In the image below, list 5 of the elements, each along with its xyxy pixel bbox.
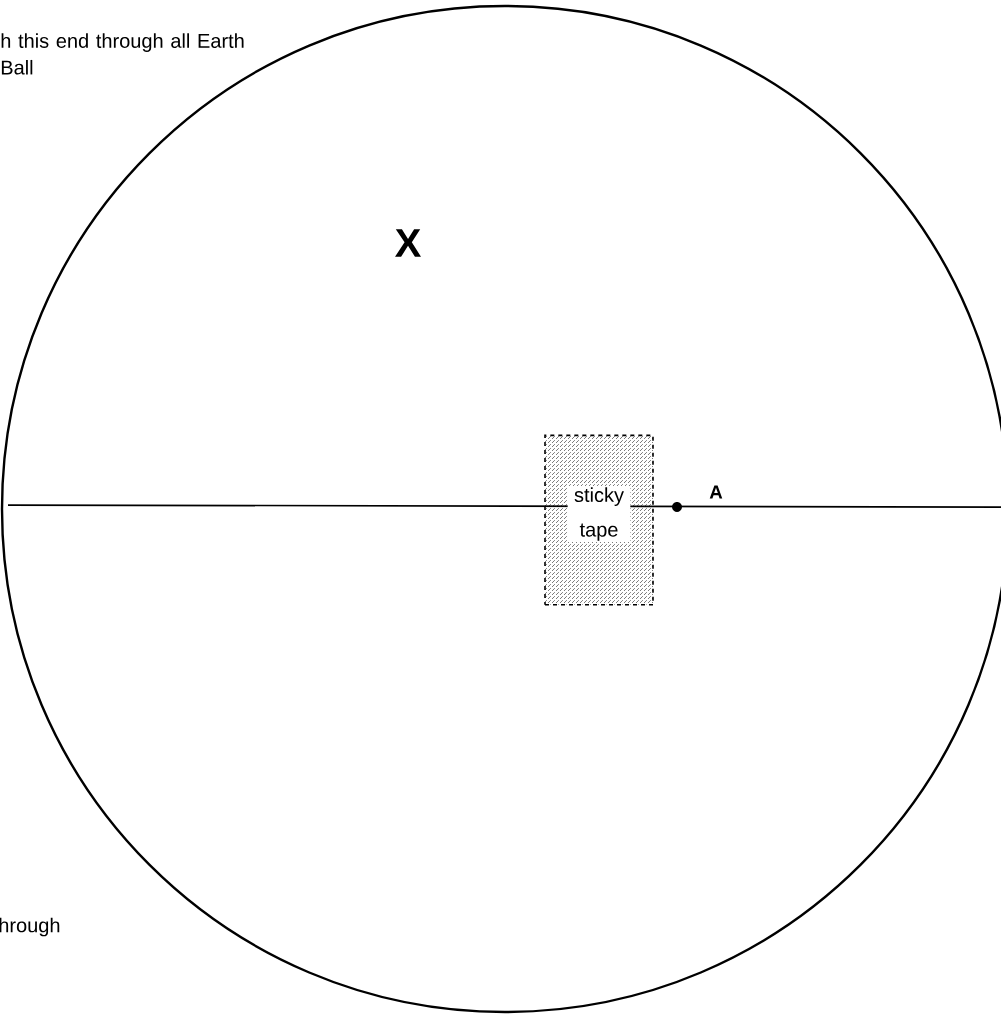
- point-label: A: [709, 485, 723, 499]
- point-label: X: [395, 229, 421, 257]
- note-text: h this end through all Earth Ball: [1, 33, 244, 75]
- tape-strip: sticky tape: [544, 434, 654, 606]
- note-text: hrough: [0, 917, 60, 937]
